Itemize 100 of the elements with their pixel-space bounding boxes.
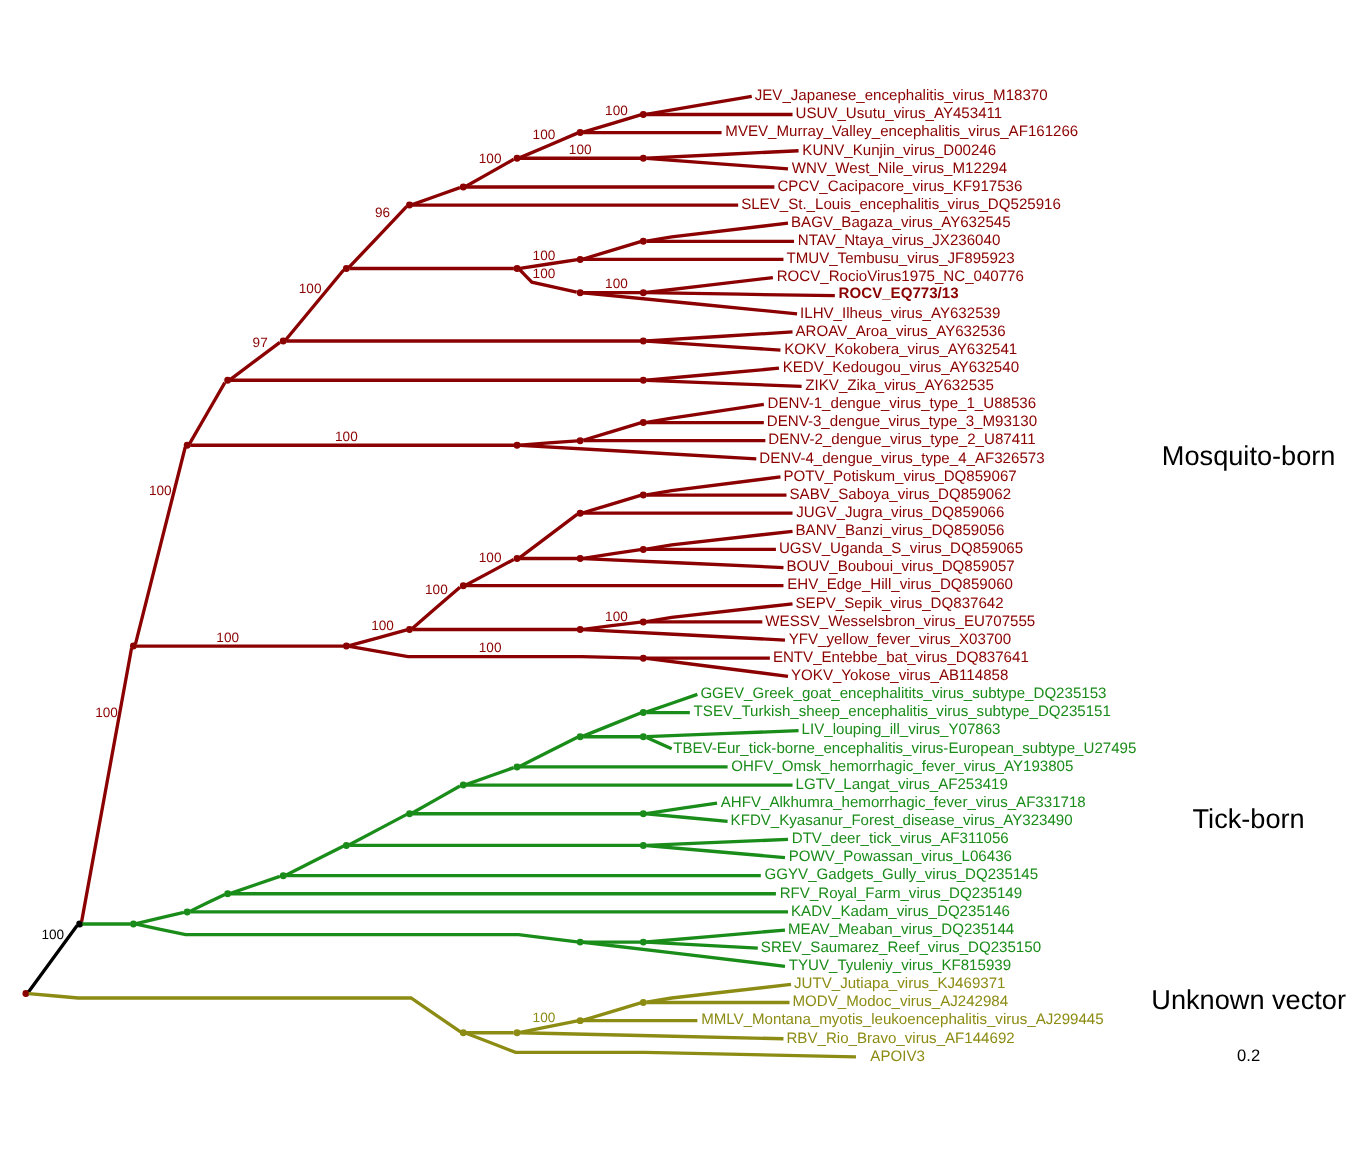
connector <box>645 93 753 115</box>
node-point <box>183 440 191 448</box>
node-text: TYUV_Tyuleniy_virus_KF815939 <box>788 955 1012 974</box>
connector <box>646 619 763 623</box>
node-text: ZIKV_Zika_virus_AY632535 <box>805 375 994 394</box>
connector <box>190 909 788 913</box>
node-text: POTV_Potiskum_virus_DQ859067 <box>783 465 1017 484</box>
connector <box>80 646 134 921</box>
label: Mosquito-born <box>1161 440 1336 471</box>
node-text: POWV_Powassan_virus_L06436 <box>788 846 1012 865</box>
node-point <box>224 375 232 383</box>
connector <box>412 626 577 631</box>
node-text: BAGV_Bagaza_virus_AY632545 <box>791 211 1011 230</box>
connector <box>519 438 578 446</box>
connector <box>646 377 802 387</box>
node-point <box>639 617 647 625</box>
label: 0.2 <box>1237 1044 1261 1065</box>
node-point <box>513 1028 521 1036</box>
connector <box>583 939 641 943</box>
node-point <box>129 641 137 649</box>
node-point <box>342 841 350 848</box>
node-text: WESSV_Wesselsbron_virus_EU707555 <box>765 610 1036 629</box>
node-text: KUNV_Kunjin_virus_D00246 <box>802 139 997 158</box>
node-point <box>459 581 467 589</box>
node-text: TBEV-Eur_tick-borne_encephalitis_virus-European_subtype_U27495 <box>673 737 1137 756</box>
node-text: DENV-2_dengue_virus_type_2_U87411 <box>768 429 1036 448</box>
node-text: TSEV_Turkish_sheep_encephalitis_virus_subtype_DQ235151 <box>693 701 1111 720</box>
connector <box>582 710 642 737</box>
node-text: MODV_Modoc_virus_AJ242984 <box>792 991 1009 1010</box>
node-point <box>576 937 584 945</box>
connector <box>465 557 515 586</box>
node-text: MVEV_Murray_Valley_encephalitis_virus_AF161266 <box>725 121 1079 140</box>
connector <box>646 220 789 242</box>
node-point <box>406 809 413 817</box>
node-text: ROCV_EQ773/13 <box>838 282 959 301</box>
connector <box>646 655 789 677</box>
connector <box>230 891 776 895</box>
node-point <box>224 889 232 897</box>
connector <box>136 643 344 647</box>
node-text: LIV_louping_ill_virus_Y07863 <box>801 719 1001 738</box>
node-point <box>639 153 647 161</box>
node-point <box>129 919 137 927</box>
connector <box>519 130 579 159</box>
connector <box>519 734 579 767</box>
node-text: ENTV_Entebbe_bat_virus_DQ837641 <box>772 646 1029 665</box>
node-point <box>342 264 350 271</box>
node-text: RFV_Royal_Farm_virus_DQ235149 <box>779 882 1023 901</box>
node-point <box>576 625 584 632</box>
node-point <box>639 236 647 244</box>
node-text: ROCV_RocioVirus1975_NC_040776 <box>776 266 1024 285</box>
node-text: USUV_Usutu_virus_AY453411 <box>795 103 1003 122</box>
node-point <box>459 1028 467 1036</box>
node-point <box>576 554 584 561</box>
node-point <box>639 490 647 498</box>
connector <box>646 111 793 116</box>
node-point <box>639 110 647 117</box>
node-text: WNV_West_Nile_virus_M12294 <box>791 157 1008 176</box>
node-point <box>576 1016 584 1024</box>
node-text: AROAV_Aroa_virus_AY632536 <box>795 320 1006 339</box>
connector <box>645 691 698 713</box>
node-point <box>279 336 287 344</box>
connector <box>646 927 786 943</box>
node-point <box>639 937 647 945</box>
connector <box>229 873 281 894</box>
node-text: SEPV_Sepik_virus_DQ837642 <box>795 592 1004 611</box>
node-point <box>639 375 647 383</box>
connector <box>466 1030 514 1034</box>
connector <box>519 511 579 558</box>
connector <box>582 112 642 133</box>
connector <box>519 764 728 768</box>
connector <box>583 510 793 514</box>
label: Tick-born <box>1192 802 1305 833</box>
connector <box>465 765 515 786</box>
connector <box>135 909 185 925</box>
connector <box>582 619 641 630</box>
node-text: UGSV_Uganda_S_virus_DQ859065 <box>778 538 1024 557</box>
node-text: YOKV_Yokose_virus_AB114858 <box>791 665 1009 684</box>
connector <box>582 420 642 441</box>
connector <box>188 380 227 444</box>
node-text: MEAV_Meaban_virus_DQ235144 <box>788 918 1015 937</box>
connector <box>28 990 462 1033</box>
node-text: JEV_Japanese_encephalitis_virus_M18370 <box>754 85 1048 104</box>
node-point <box>639 544 647 552</box>
label: Unknown vector <box>1151 984 1346 1015</box>
connector <box>349 842 641 847</box>
node-point <box>513 264 521 271</box>
connector <box>646 939 758 949</box>
node-point <box>576 128 584 136</box>
connector <box>583 256 784 261</box>
node-point <box>639 336 647 344</box>
connector <box>412 811 641 815</box>
node-point <box>576 508 584 516</box>
connector <box>348 627 408 647</box>
node-text: JUTV_Jutiapa_virus_KJ469371 <box>794 973 1006 992</box>
node-point <box>576 732 584 740</box>
node-point <box>639 841 647 848</box>
node-point <box>183 907 191 915</box>
connector <box>82 921 131 925</box>
node-text: RBV_Rio_Bravo_virus_AF144692 <box>786 1027 1015 1046</box>
connector <box>519 1018 578 1034</box>
